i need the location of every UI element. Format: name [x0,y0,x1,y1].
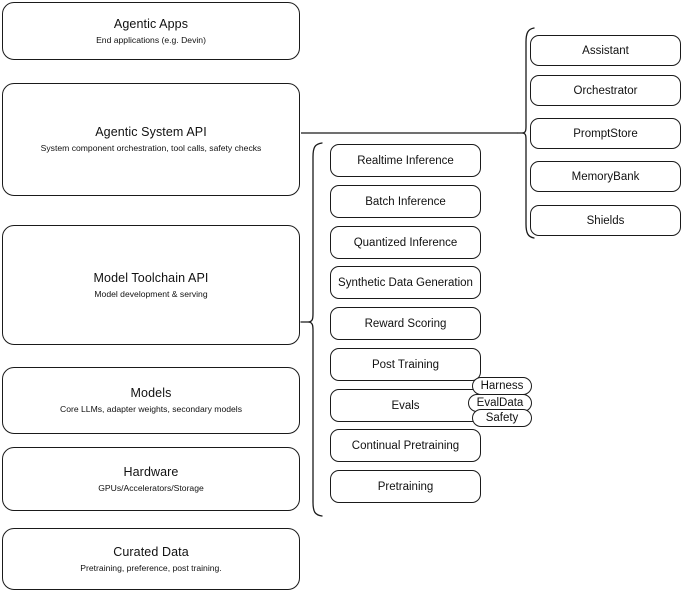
eval-pill-safety[interactable]: Safety [472,409,532,427]
component-label: Assistant [582,44,629,57]
component-label: PromptStore [573,127,638,140]
component-reward-scoring[interactable]: Reward Scoring [330,307,481,340]
eval-pill-label: Harness [480,380,524,392]
layer-subtitle: Pretraining, preference, post training. [80,562,222,573]
layer-subtitle: System component orchestration, tool cal… [40,143,262,153]
component-label: Reward Scoring [364,317,447,330]
layer-title: Model Toolchain API [93,270,209,285]
component-continual-pretraining[interactable]: Continual Pretraining [330,429,481,462]
layer-subtitle: GPUs/Accelerators/Storage [98,482,204,493]
component-evals[interactable]: Evals [330,389,481,422]
component-label: MemoryBank [571,170,640,183]
layer-subtitle: Model development & serving [94,288,208,299]
layer-title: Curated Data [113,544,189,559]
component-label: Orchestrator [573,84,638,97]
eval-pill-harness[interactable]: Harness [472,377,532,395]
layer-title: Models [130,386,172,400]
component-label: Synthetic Data Generation [338,276,473,289]
layer-title: Hardware [123,464,179,479]
component-post-training[interactable]: Post Training [330,348,481,381]
component-orchestrator[interactable]: Orchestrator [530,75,681,106]
layer-title: Agentic Apps [113,16,189,31]
eval-pill-evaldata[interactable]: EvalData [468,394,532,412]
component-synthetic-data-generation[interactable]: Synthetic Data Generation [330,266,481,299]
layer-model-toolchain-api[interactable]: Model Toolchain API Model development & … [2,225,300,345]
eval-pill-label: Safety [485,412,519,424]
component-label: Pretraining [377,480,434,493]
layer-agentic-apps[interactable]: Agentic Apps End applications (e.g. Devi… [2,2,300,60]
component-assistant[interactable]: Assistant [530,35,681,66]
layer-title: Agentic System API [95,125,207,139]
component-label: Batch Inference [365,195,446,208]
layer-subtitle: Core LLMs, adapter weights, secondary mo… [60,404,242,414]
layer-models[interactable]: Models Core LLMs, adapter weights, secon… [2,367,300,434]
component-shields[interactable]: Shields [530,205,681,236]
component-label: Shields [586,214,625,227]
layer-subtitle: End applications (e.g. Devin) [96,34,206,45]
component-promptstore[interactable]: PromptStore [530,118,681,149]
component-pretraining[interactable]: Pretraining [330,470,481,503]
component-label: Continual Pretraining [351,439,460,452]
component-realtime-inference[interactable]: Realtime Inference [330,144,481,177]
component-label: Realtime Inference [357,154,454,167]
component-quantized-inference[interactable]: Quantized Inference [330,226,481,259]
eval-pill-label: EvalData [476,397,524,409]
layer-agentic-system-api[interactable]: Agentic System API System component orch… [2,83,300,196]
component-label: Post Training [371,358,440,371]
component-batch-inference[interactable]: Batch Inference [330,185,481,218]
component-label: Evals [391,399,420,412]
layer-curated-data[interactable]: Curated Data Pretraining, preference, po… [2,528,300,590]
component-label: Quantized Inference [353,236,458,249]
layer-hardware[interactable]: Hardware GPUs/Accelerators/Storage [2,447,300,511]
component-memorybank[interactable]: MemoryBank [530,161,681,192]
